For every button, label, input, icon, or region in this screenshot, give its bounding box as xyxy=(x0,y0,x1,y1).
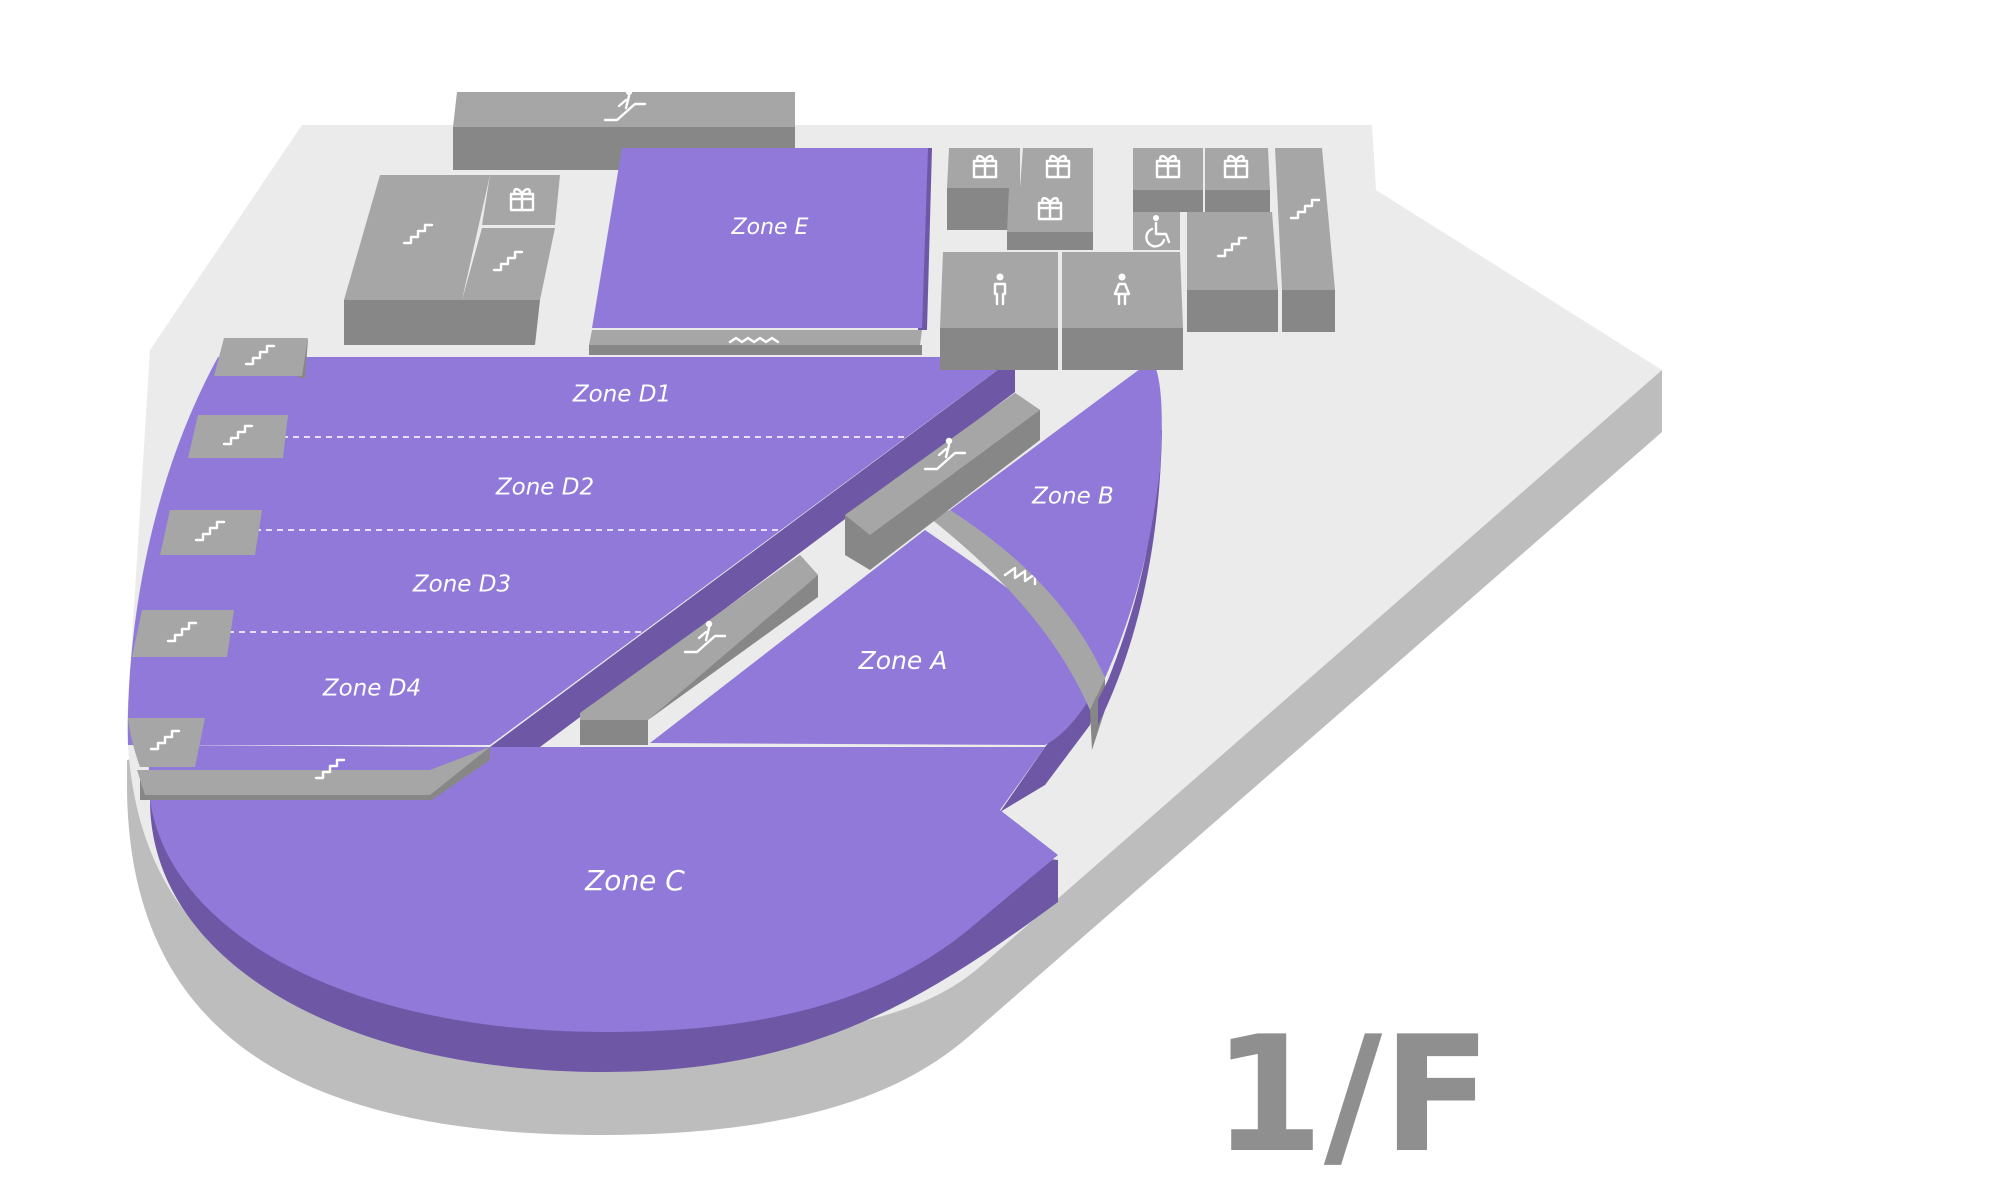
zone-d1[interactable]: Zone D1 xyxy=(572,382,671,408)
stairs-left-2[interactable] xyxy=(188,415,288,458)
accessible-facility[interactable] xyxy=(1133,212,1180,250)
zone-d4[interactable]: Zone D4 xyxy=(322,676,421,702)
stairs-left-5[interactable] xyxy=(128,718,205,767)
gift-shop-1[interactable] xyxy=(947,148,1020,230)
escalator-upper[interactable] xyxy=(845,393,1040,570)
zone-b-label: Zone B xyxy=(1031,484,1114,510)
stairs-left-1[interactable] xyxy=(214,338,308,378)
zone-d1-label: Zone D1 xyxy=(572,382,671,408)
stairs-left-4[interactable] xyxy=(132,610,234,657)
wave-ramp-icon xyxy=(728,336,780,344)
gift-shop-4[interactable] xyxy=(1133,148,1203,212)
stairs-left-3[interactable] xyxy=(160,510,262,555)
zone-d3[interactable]: Zone D3 xyxy=(412,572,511,598)
floor-label: 1/F xyxy=(1212,1001,1491,1188)
zone-a[interactable]: Zone A xyxy=(650,530,1100,812)
escalator-lower[interactable] xyxy=(580,555,818,745)
stairs-bottom-strip[interactable] xyxy=(137,747,490,800)
zone-d3-label: Zone D3 xyxy=(412,572,511,598)
zone-e-label: Zone E xyxy=(731,215,809,240)
zone-d-block xyxy=(127,357,1016,747)
zone-c[interactable]: Zone C xyxy=(148,745,1058,1072)
stairs-right-2[interactable] xyxy=(1275,148,1335,332)
restroom-male[interactable] xyxy=(940,252,1058,370)
zone-d2[interactable]: Zone D2 xyxy=(495,475,594,501)
stairs-block-left-top[interactable] xyxy=(344,175,560,345)
restroom-female[interactable] xyxy=(1062,252,1183,370)
zone-e[interactable]: Zone E xyxy=(592,148,932,330)
gift-shop-5[interactable] xyxy=(1205,148,1270,212)
zone-d2-label: Zone D2 xyxy=(495,475,594,501)
zone-a-label: Zone A xyxy=(858,646,948,675)
gift-shop-2[interactable] xyxy=(1020,148,1093,188)
zone-d4-label: Zone D4 xyxy=(322,676,421,702)
gift-shop-3[interactable] xyxy=(1007,188,1093,250)
zone-c-label: Zone C xyxy=(584,864,685,897)
zone-b[interactable]: Zone B xyxy=(950,360,1162,725)
ramp-zone-e[interactable] xyxy=(589,330,922,355)
stairs-right-1[interactable] xyxy=(1187,212,1278,332)
